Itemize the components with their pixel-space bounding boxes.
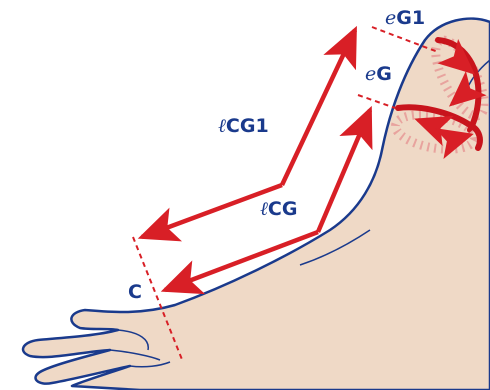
- arm-outline: [23, 19, 490, 390]
- arrow-lcg1-upper: [282, 30, 355, 185]
- label-eG: eG: [365, 63, 392, 85]
- label-lCG: ℓCG: [260, 198, 297, 220]
- label-eG1: eG1: [385, 7, 425, 29]
- dash-g: [358, 95, 395, 108]
- label-lCG1: ℓCG1: [218, 115, 269, 137]
- label-C: C: [128, 281, 142, 303]
